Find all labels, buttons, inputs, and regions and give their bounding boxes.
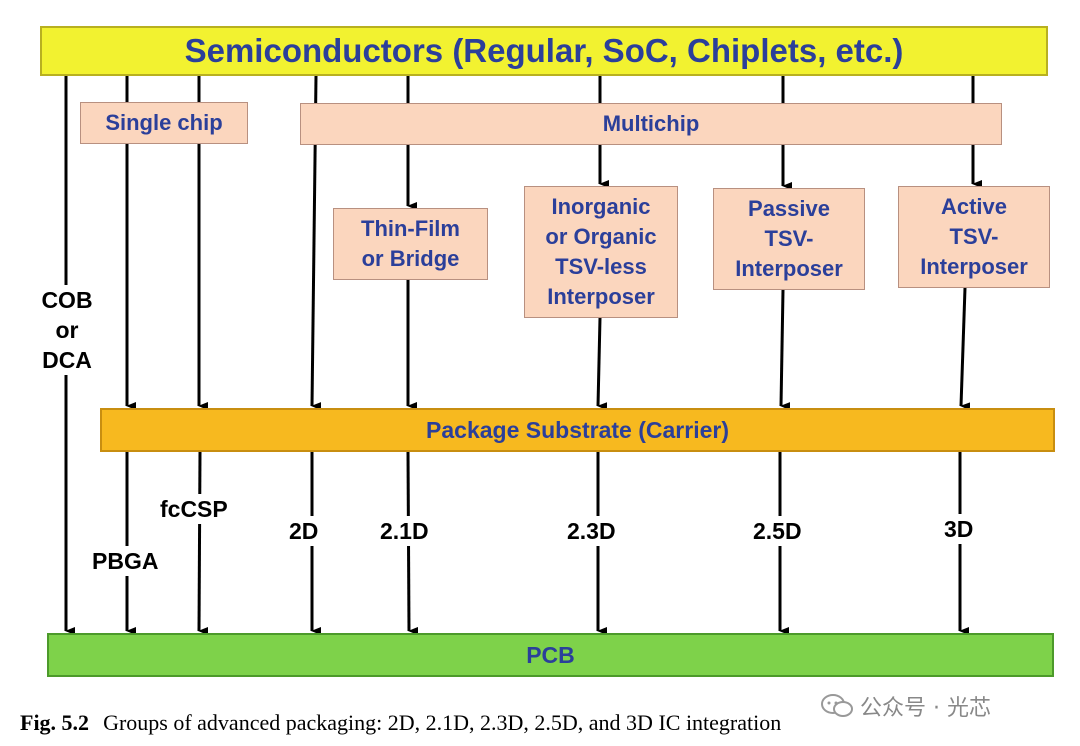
watermark-text: 公众号 · 光芯 — [860, 696, 991, 721]
figure-number: Fig. 5.2 — [20, 710, 90, 735]
arrow-23d-b — [596, 317, 608, 411]
thin-film-box: Thin-Film or Bridge — [333, 208, 488, 280]
inorganic-line-4: Interposer — [547, 284, 655, 309]
multichip-label: Multichip — [602, 111, 700, 136]
cob-line-1: COB — [41, 287, 93, 313]
inorganic-line-1: Inorganic — [551, 194, 651, 219]
single-chip-label: Single chip — [105, 110, 223, 135]
cob-line-2: or — [55, 317, 79, 343]
label-2-5d: 2.5D — [753, 516, 802, 546]
semiconductors-box: Semiconductors (Regular, SoC, Chiplets, … — [40, 26, 1048, 76]
watermark: 公众号 · 光芯 — [820, 690, 991, 722]
semiconductors-label: Semiconductors (Regular, SoC, Chiplets, … — [184, 32, 904, 69]
inorganic-interposer-box: Inorganic or Organic TSV-less Interposer — [524, 186, 678, 318]
cob-label: COB or DCA — [36, 285, 98, 375]
label-3d: 3D — [944, 514, 974, 544]
pcb-label: PCB — [526, 641, 575, 668]
package-substrate-label: Package Substrate (Carrier) — [426, 416, 729, 443]
passive-line-3: Interposer — [735, 256, 843, 281]
active-line-2: TSV- — [949, 224, 999, 249]
passive-line-2: TSV- — [764, 226, 814, 251]
active-line-3: Interposer — [920, 254, 1028, 279]
thin-film-line-2: or Bridge — [361, 246, 460, 271]
chat-bubbles-icon — [821, 694, 853, 717]
label-2-3d: 2.3D — [567, 516, 616, 546]
thin-film-line-1: Thin-Film — [361, 216, 460, 241]
fccsp-label: fcCSP — [160, 494, 228, 524]
figure-caption: Fig. 5.2 Groups of advanced packaging: 2D… — [20, 710, 781, 736]
passive-line-1: Passive — [748, 196, 830, 221]
multichip-box: Multichip — [300, 103, 1002, 145]
label-2d: 2D — [289, 516, 319, 546]
active-interposer-box: Active TSV- Interposer — [898, 186, 1050, 288]
active-line-1: Active — [940, 194, 1008, 219]
arrow-3d-b — [959, 287, 971, 411]
pbga-label: PBGA — [92, 546, 159, 576]
single-chip-box: Single chip — [80, 102, 248, 144]
arrow-25d-b — [779, 289, 791, 411]
caption-text: Groups of advanced packaging: 2D, 2.1D, … — [103, 710, 782, 735]
cob-line-3: DCA — [42, 347, 92, 373]
package-substrate-box: Package Substrate (Carrier) — [100, 408, 1055, 452]
inorganic-line-2: or Organic — [545, 224, 657, 249]
pcb-box: PCB — [47, 633, 1054, 677]
passive-interposer-box: Passive TSV- Interposer — [713, 188, 865, 290]
arrow-fccsp-bottom — [197, 451, 209, 636]
inorganic-line-3: TSV-less — [555, 254, 647, 279]
label-2-1d: 2.1D — [380, 516, 429, 546]
